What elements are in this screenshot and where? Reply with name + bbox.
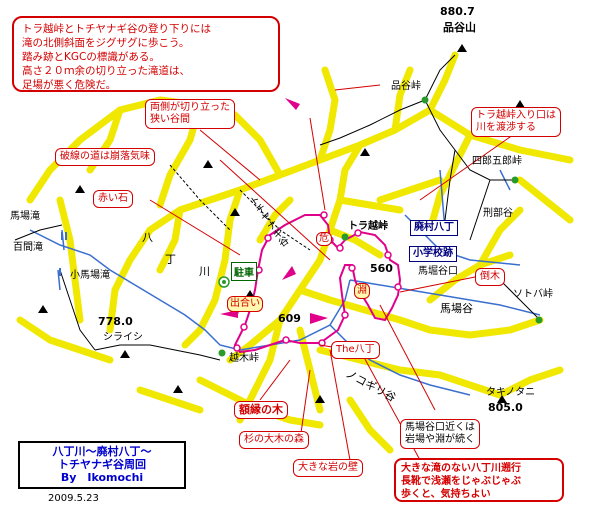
callout-line: 狭い谷間 bbox=[150, 114, 190, 125]
shiraishi-elevation: 778.0 bbox=[98, 315, 133, 328]
note-line: トラ越峠とトチヤナギ谷の登り下りには bbox=[22, 23, 211, 35]
broken-road-callout: 破線の道は崩落気味 bbox=[55, 148, 155, 166]
map-date: 2009.5.23 bbox=[48, 493, 99, 504]
shinadaniyama-name: 品谷山 bbox=[443, 21, 476, 34]
title-line-2: トチヤナギ谷周回 bbox=[58, 458, 146, 471]
fuchi-callout: 淵 bbox=[354, 283, 370, 299]
parking-label: 駐車 bbox=[231, 262, 257, 281]
hatchogawa-char-3: 川 bbox=[199, 265, 210, 278]
callout-line: トラ越峠入り口は bbox=[476, 110, 556, 121]
callout-leaders bbox=[149, 84, 521, 461]
babadani-mouth-callout: 馬場谷口近くは 岩場や淵が続く bbox=[400, 419, 480, 449]
callout-line: 川を渡渉する bbox=[476, 122, 536, 133]
frame-tree-callout: 額縁の木 bbox=[234, 401, 288, 419]
kobabadaki-falls: 小馬場滝 bbox=[70, 270, 110, 281]
sotoba-pass: ソトバ峠 bbox=[513, 289, 553, 300]
callout-line: 岩場や淵が続く bbox=[405, 434, 475, 445]
summit-markers bbox=[38, 44, 525, 403]
haison-hatcho-sign: 廃村八丁 bbox=[410, 220, 458, 236]
black-trails bbox=[14, 54, 541, 361]
title-line-1: 八丁川～廃村八丁～ bbox=[52, 445, 152, 458]
pass-markers bbox=[218, 96, 543, 357]
shinadani-pass: 品谷峠 bbox=[391, 81, 421, 92]
the-hatcho-callout: The八丁 bbox=[331, 341, 380, 359]
red-stone-callout: 赤い石 bbox=[93, 190, 133, 208]
hatchogawa-char-1: 八 bbox=[142, 231, 153, 244]
parking-marker bbox=[218, 276, 230, 288]
fallen-tree-callout: 倒木 bbox=[475, 268, 505, 286]
route-waypoints bbox=[231, 211, 402, 352]
map-title: 八丁川～廃村八丁～ トチヤナギ谷周回 By Ikomochi bbox=[18, 441, 186, 489]
cedar-forest-callout: 杉の大木の森 bbox=[239, 431, 309, 449]
deai-callout: 出合い bbox=[227, 296, 263, 312]
shiraishi-name: シライシ bbox=[103, 332, 143, 343]
callout-line: 両側が切り立った bbox=[150, 102, 230, 113]
takinotani-elevation: 805.0 bbox=[488, 401, 523, 414]
waterfall-markers bbox=[59, 232, 67, 276]
point-609: 609 bbox=[278, 312, 301, 325]
cliff-valley-callout: 両側が切り立った 狭い谷間 bbox=[145, 99, 235, 129]
note-line: 長靴で浅瀬をじゃぶじゃぶ bbox=[401, 476, 521, 487]
note-line: 高さ２０ｍ余の切り立った滝道は、 bbox=[22, 65, 190, 77]
note-line: 踏み跡とKGCの標識がある。 bbox=[22, 51, 160, 63]
route-arrows bbox=[220, 98, 328, 324]
shishiro-pass: 四郎五郎峠 bbox=[472, 156, 522, 167]
toragoe-pass: トラ越峠 bbox=[348, 221, 388, 232]
hyakkendaki-falls: 百間滝 bbox=[13, 242, 43, 253]
note-line: 滝の北側斜面をジグザグに歩こう。 bbox=[22, 37, 190, 49]
point-560: 560 bbox=[370, 262, 393, 275]
callout-line: 馬場谷口近くは bbox=[405, 422, 475, 433]
toragoe-entry-callout: トラ越峠入り口は 川を渡渉する bbox=[471, 107, 561, 137]
danger-callout: 危 bbox=[316, 232, 332, 246]
note-line: 歩くと、気持ちよい bbox=[401, 489, 491, 500]
hatchogawa-note: 大きな滝のない八丁川遡行 長靴で浅瀬をじゃぶじゃぶ 歩くと、気持ちよい bbox=[394, 458, 564, 502]
koshiki-pass: 越木峠 bbox=[229, 353, 259, 364]
title-author: By Ikomochi bbox=[60, 471, 144, 484]
babadaniguchi-label: 馬堀谷口 bbox=[418, 266, 458, 277]
note-line: 足場が悪く危険だ。 bbox=[22, 79, 117, 91]
babadaki-falls: 馬場滝 bbox=[10, 211, 40, 222]
babadani-valley: 馬場谷 bbox=[440, 302, 473, 315]
karibe-valley: 刑部谷 bbox=[483, 208, 513, 219]
school-ruins-sign: 小学校跡 bbox=[409, 246, 457, 262]
hatchogawa-char-2: 丁 bbox=[165, 253, 176, 266]
note-line: 大きな滝のない八丁川遡行 bbox=[401, 463, 521, 474]
route-warning-note: トラ越峠とトチヤナギ谷の登り下りには 滝の北側斜面をジグザグに歩こう。 踏み跡と… bbox=[12, 16, 280, 92]
shinadaniyama-elevation: 880.7 bbox=[440, 5, 475, 18]
takinotani-name: タキノタニ bbox=[486, 387, 536, 398]
big-rock-callout: 大きな岩の壁 bbox=[293, 459, 363, 477]
